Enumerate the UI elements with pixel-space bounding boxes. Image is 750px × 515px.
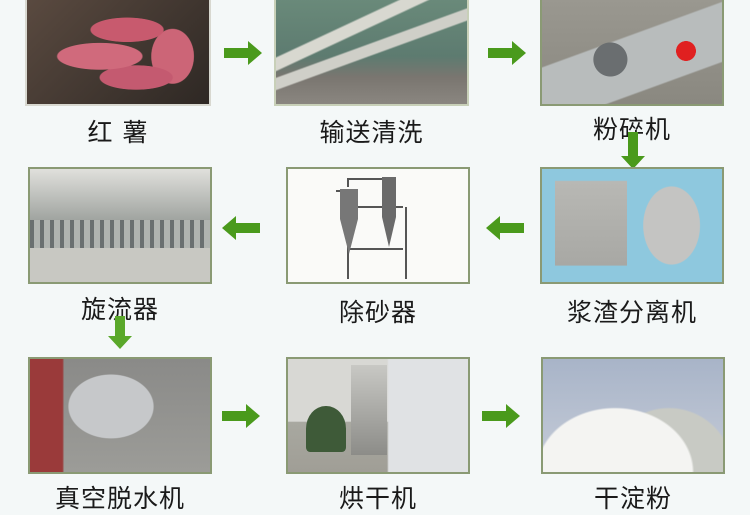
arrow-left-icon [484, 215, 526, 241]
arrow-right-icon [220, 403, 262, 429]
step-label-dry-starch: 干淀粉 [593, 484, 672, 513]
dry-starch-image [541, 357, 725, 474]
arrow-left-icon [220, 215, 262, 241]
step-label-sweet-potato: 红 薯 [87, 118, 149, 147]
sweet-potatoes-image [25, 0, 211, 106]
step-label-desander: 除砂器 [338, 298, 417, 327]
hydrocyclone-image [28, 167, 212, 284]
conveyor-washer-image [274, 0, 469, 106]
crusher-image [540, 0, 724, 106]
step-label-conveyor-wash: 输送清洗 [319, 118, 424, 147]
arrow-right-icon [486, 40, 528, 66]
arrow-right-icon [480, 403, 522, 429]
vacuum-dehydrator-image [28, 357, 212, 474]
step-label-dryer: 烘干机 [338, 484, 417, 513]
step-label-vacuum-dehydrator: 真空脱水机 [54, 484, 185, 513]
desander-image [286, 167, 470, 284]
step-label-slurry-separator: 浆渣分离机 [566, 298, 697, 327]
arrow-right-icon [222, 40, 264, 66]
arrow-down-icon [620, 132, 646, 170]
slurry-separator-image [540, 167, 724, 284]
dryer-image [286, 357, 470, 474]
arrow-down-icon [107, 316, 133, 350]
